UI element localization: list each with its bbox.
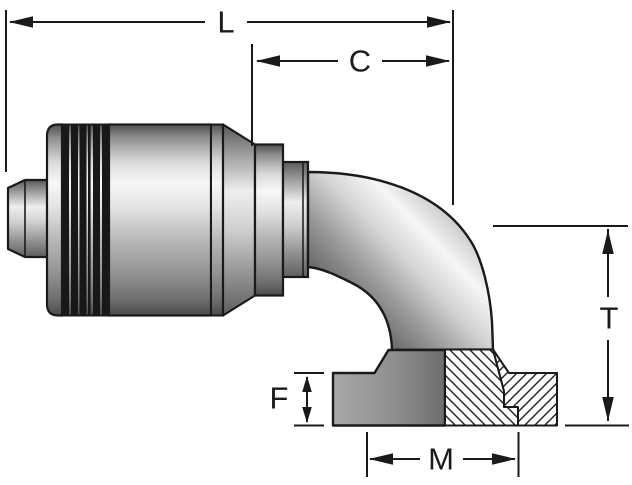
- arrowhead: [256, 55, 280, 67]
- elbow-tube: [306, 170, 495, 352]
- ferrule-bell: [45, 123, 64, 317]
- arrowhead: [302, 407, 312, 423]
- arrowhead: [369, 453, 393, 465]
- dimension-label-m: M: [428, 442, 454, 477]
- taper-shoulder: [221, 123, 257, 317]
- ferrule-barrel: [107, 123, 224, 317]
- dimension-F: F: [270, 372, 324, 427]
- dimension-label-t: T: [600, 301, 619, 336]
- ferrule-ribs: [61, 123, 110, 317]
- dimension-label-f: F: [270, 381, 289, 416]
- body-cylinder: [253, 143, 285, 297]
- elbow-collar: [281, 160, 310, 279]
- dimension-M: M: [366, 432, 520, 477]
- arrowhead: [9, 16, 33, 28]
- dimension-label-c: C: [349, 44, 371, 79]
- arrowhead: [492, 453, 516, 465]
- dimension-T: T: [493, 225, 629, 427]
- flange-hub-side-view: [331, 348, 447, 427]
- section-flange-hatched: [492, 348, 558, 427]
- hose-nipple: [6, 178, 50, 259]
- arrowhead: [602, 230, 614, 254]
- arrowhead: [302, 376, 312, 392]
- dimension-C: C: [251, 44, 450, 146]
- arrowhead: [426, 55, 450, 67]
- arrowhead: [427, 16, 451, 28]
- arrowhead: [602, 397, 614, 421]
- dimension-label-l: L: [217, 5, 234, 40]
- dimension-L: L: [5, 5, 454, 205]
